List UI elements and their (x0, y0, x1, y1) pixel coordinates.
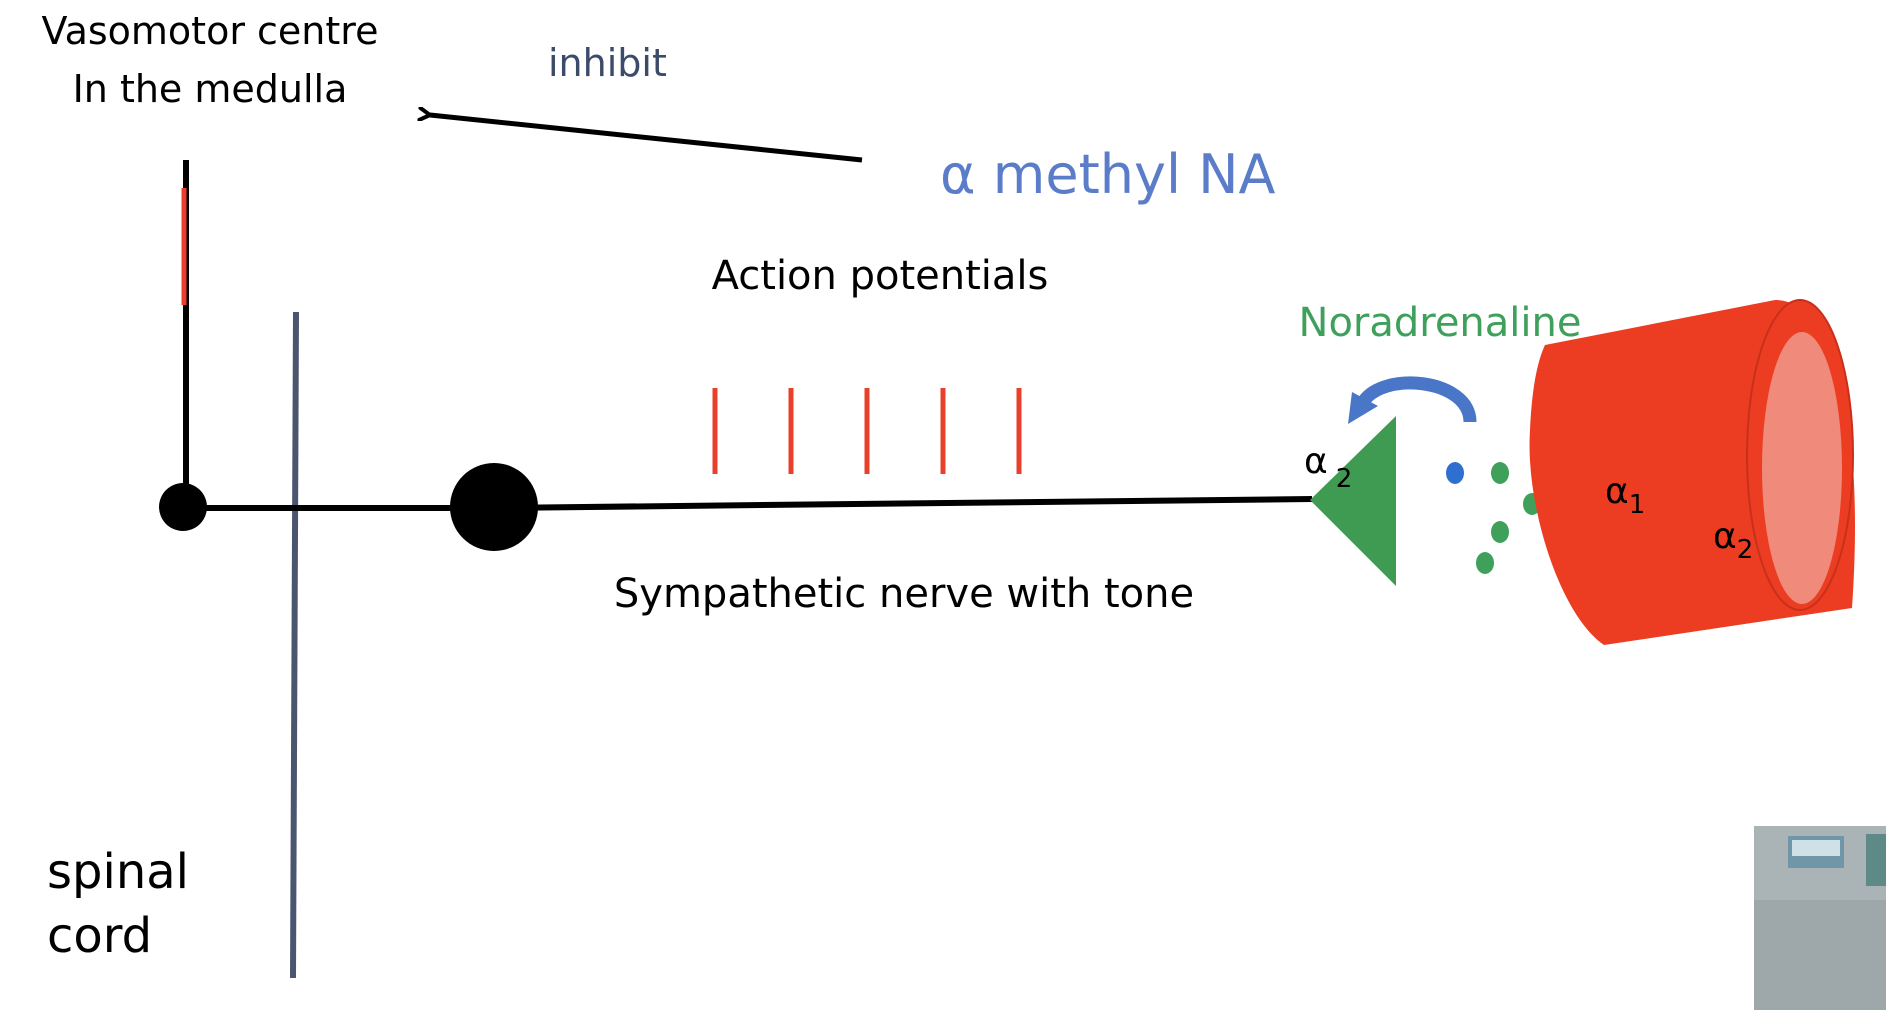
blood-vessel (1529, 299, 1855, 645)
alpha-methyl-na-molecule (1446, 462, 1464, 484)
postganglionic-fibre (493, 496, 1313, 511)
drug-label: α methyl NA (940, 143, 1276, 206)
noradrenaline-molecule (1491, 521, 1509, 543)
reuptake-arrowhead (1348, 392, 1378, 424)
vessel-alpha1-label: α1 (1605, 471, 1645, 520)
inhibit-label: inhibit (548, 41, 667, 85)
webcam-thumbnail (1754, 826, 1886, 1010)
nerve-terminal (1310, 416, 1396, 586)
vasomotor-label-line1: Vasomotor centre (42, 9, 379, 53)
reuptake-arc-arrow (1356, 376, 1477, 423)
noradrenaline-molecule (1476, 552, 1494, 574)
spinal-cord-label-line2: cord (47, 908, 152, 964)
sympathetic-nerve-label: Sympathetic nerve with tone (614, 571, 1194, 617)
spinal-cord-label-line1: spinal (47, 844, 189, 900)
vasomotor-label-line2: In the medulla (73, 67, 348, 111)
action-potentials-label: Action potentials (712, 253, 1049, 299)
spinal-cord-line (290, 311, 299, 979)
vessel-alpha2-label: α2 (1713, 516, 1753, 565)
inhibit-arrow (430, 115, 863, 163)
noradrenaline-molecule (1491, 462, 1509, 484)
noradrenaline-label: Noradrenaline (1299, 300, 1582, 346)
